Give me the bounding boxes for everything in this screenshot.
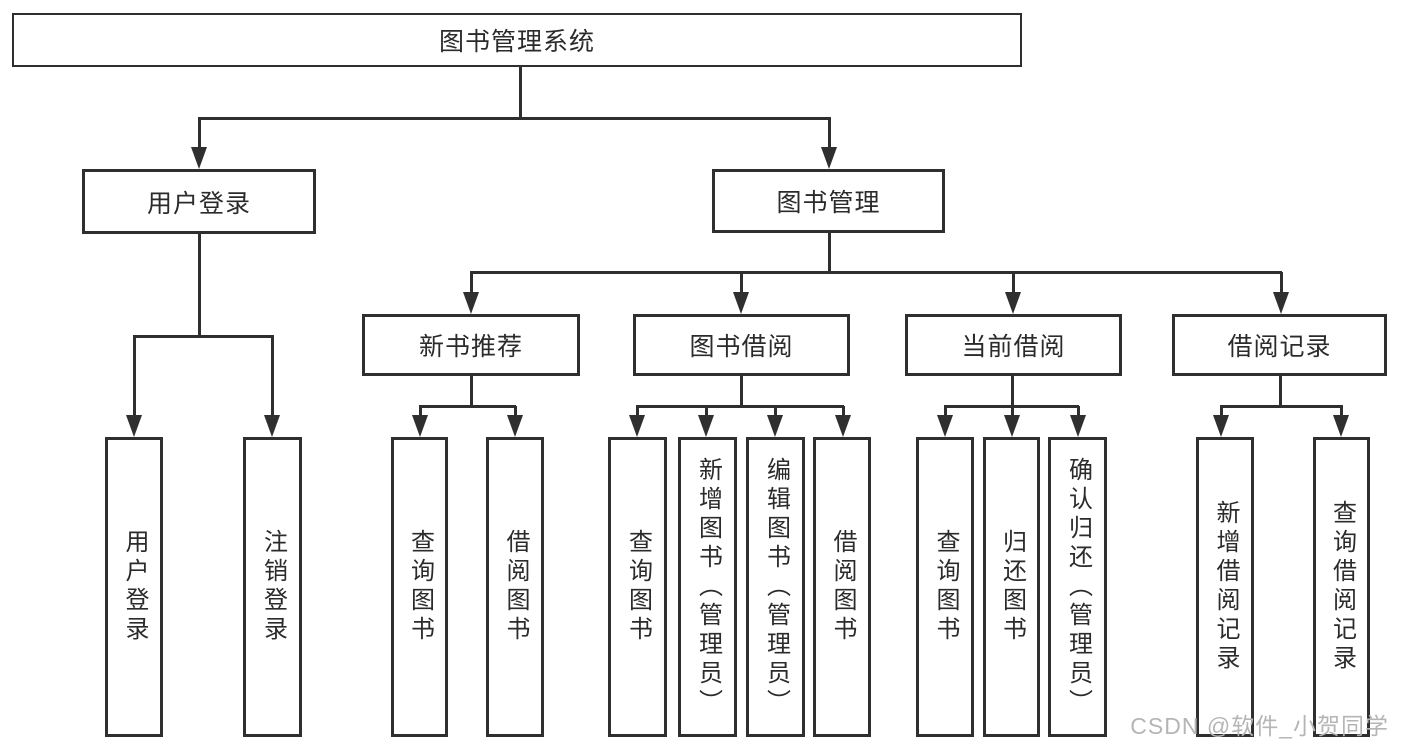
connector-vline [198,118,201,151]
connector-vline [514,406,517,419]
connector-hline [1220,405,1343,408]
arrowhead-down [191,147,207,169]
arrowhead-down [412,415,428,437]
leaf-add-book-admin: 新增图书（管理员） [678,437,737,737]
connector-hline [636,405,844,408]
node-book-management: 图书管理 [712,169,945,233]
arrowhead-down [629,415,645,437]
node-label: 当前借阅 [961,333,1066,361]
leaf-query-borrow-record: 查询借阅记录 [1313,437,1370,737]
connector-vline [828,118,831,151]
connector-hline [133,335,274,338]
connector-vline [705,406,708,419]
node-label: 新书推荐 [418,333,523,361]
arrowhead-down [767,415,783,437]
arrowhead-down [698,415,714,437]
connector-vline [1012,272,1015,296]
arrowhead-down [1213,415,1229,437]
connector-vline [636,406,639,419]
arrowhead-down [1273,292,1289,314]
node-label: 查询借阅记录 [1328,500,1356,674]
leaf-query-books-borrow: 查询图书 [608,437,667,737]
node-label: 注销登录 [259,529,287,645]
node-library-management-system: 图书管理系统 [12,13,1022,67]
node-label: 图书借阅 [689,333,794,361]
node-label: 确认归还（管理员） [1064,456,1092,718]
connector-vline [198,234,201,336]
node-label: 用户登录 [146,189,251,218]
arrowhead-down [1070,415,1086,437]
leaf-add-borrow-record: 新增借阅记录 [1196,437,1254,737]
connector-vline [740,272,743,296]
connector-vline [1077,406,1080,419]
arrowhead-down [821,147,837,169]
connector-vline [828,233,831,272]
arrowhead-down [463,292,479,314]
connector-vline [1280,272,1283,296]
arrowhead-down [264,415,280,437]
arrowhead-down [507,415,523,437]
arrowhead-down [937,415,953,437]
connector-vline [842,406,845,419]
leaf-return-book: 归还图书 [983,437,1040,737]
node-book-borrowing: 图书借阅 [633,314,850,376]
arrowhead-down [1005,292,1021,314]
connector-vline [519,67,522,118]
node-borrowing-records: 借阅记录 [1172,314,1387,376]
node-label: 借阅图书 [829,529,856,645]
connector-vline [774,406,777,419]
node-label: 查询图书 [406,529,434,645]
connector-vline [944,406,947,419]
arrowhead-down [1004,415,1020,437]
node-label: 借阅图书 [502,529,529,645]
leaf-query-books-recommend: 查询图书 [391,437,448,737]
leaf-borrow-books-recommend: 借阅图书 [486,437,544,737]
connector-vline [740,376,743,408]
connector-hline [470,271,1282,274]
arrowhead-down [733,292,749,314]
node-label: 图书管理系统 [438,28,595,56]
node-label: 新增借阅记录 [1212,500,1239,674]
csdn-watermark: CSDN @软件_小贺同学 [1130,713,1389,739]
leaf-confirm-return-admin: 确认归还（管理员） [1048,437,1107,737]
node-label: 图书管理 [776,189,881,217]
leaf-borrow-books: 借阅图书 [813,437,871,737]
connector-hline [198,117,831,120]
connector-vline [1011,376,1014,408]
node-user-login: 用户登录 [82,169,316,234]
arrowhead-down [126,415,142,437]
node-new-book-recommendation: 新书推荐 [362,314,580,376]
connector-vline [1340,406,1343,419]
connector-vline [1220,406,1223,419]
arrowhead-down [1333,415,1349,437]
node-label: 借阅记录 [1227,333,1332,361]
node-current-borrowing: 当前借阅 [905,314,1122,376]
leaf-user-login: 用户登录 [105,437,163,737]
connector-vline [133,336,136,419]
connector-vline [271,336,274,419]
leaf-logout: 注销登录 [243,437,302,737]
leaf-edit-book-admin: 编辑图书（管理员） [746,437,805,737]
connector-hline [419,405,516,408]
node-label: 归还图书 [998,529,1026,645]
node-label: 编辑图书（管理员） [762,456,790,718]
connector-vline [419,406,422,419]
node-label: 用户登录 [121,529,148,645]
node-label: 查询图书 [624,529,652,645]
connector-vline [1279,376,1282,408]
node-label: 查询图书 [932,529,959,645]
leaf-query-books-current: 查询图书 [916,437,974,737]
connector-vline [470,272,473,296]
connector-vline [1011,406,1014,419]
node-label: 新增图书（管理员） [694,456,722,718]
connector-vline [470,376,473,408]
arrowhead-down [835,415,851,437]
